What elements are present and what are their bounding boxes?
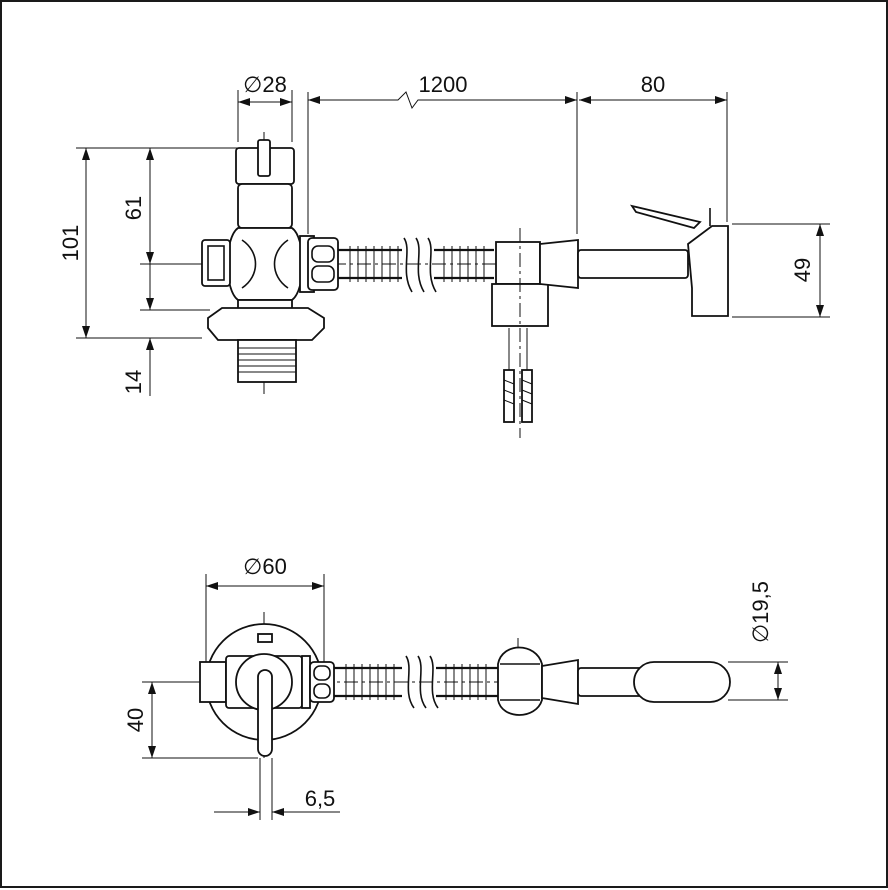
dim-label-upper-height: 61: [121, 196, 146, 220]
dim-side-height: 40: [123, 681, 258, 759]
spray-front: [497, 646, 731, 716]
valve-front: [199, 623, 335, 757]
dim-label-spray-length: 80: [641, 72, 665, 97]
hose-assembly: [307, 237, 494, 293]
dim-total-height: 101: [58, 147, 238, 339]
dim-label-spray-diameter: ∅19,5: [748, 581, 773, 643]
dim-base-height: 14: [121, 264, 210, 396]
dim-label-lever-width: 6,5: [305, 786, 336, 811]
dim-label-spray-height: 49: [790, 258, 815, 282]
dim-label-flange-diameter: ∅60: [243, 554, 287, 579]
side-elevation-view: ∅28 1200 80 101 61: [58, 72, 830, 438]
dim-label-hose-length: 1200: [419, 72, 468, 97]
dim-top-diameter: ∅28: [237, 72, 293, 142]
wall-bracket: [491, 228, 549, 438]
dim-spray-diameter: ∅19,5: [728, 581, 788, 701]
dim-spray-length: 80: [579, 72, 728, 222]
dim-label-total-height: 101: [58, 225, 83, 262]
dim-label-top-diameter: ∅28: [243, 72, 287, 97]
valve-body: [201, 139, 325, 383]
hose-front: [334, 655, 500, 709]
dim-label-base-height: 14: [121, 370, 146, 394]
dim-spray-height: 49: [732, 223, 830, 318]
dim-flange-diameter: ∅60: [205, 554, 325, 662]
dim-label-side-height: 40: [123, 708, 148, 732]
front-elevation-view: ∅60 40 6,5 ∅19,5: [123, 554, 788, 820]
dim-hose-length: 1200: [307, 72, 578, 234]
dim-upper-height: 61: [121, 148, 202, 265]
spray-head: [539, 204, 729, 317]
dim-lever-width: 6,5: [214, 758, 340, 820]
